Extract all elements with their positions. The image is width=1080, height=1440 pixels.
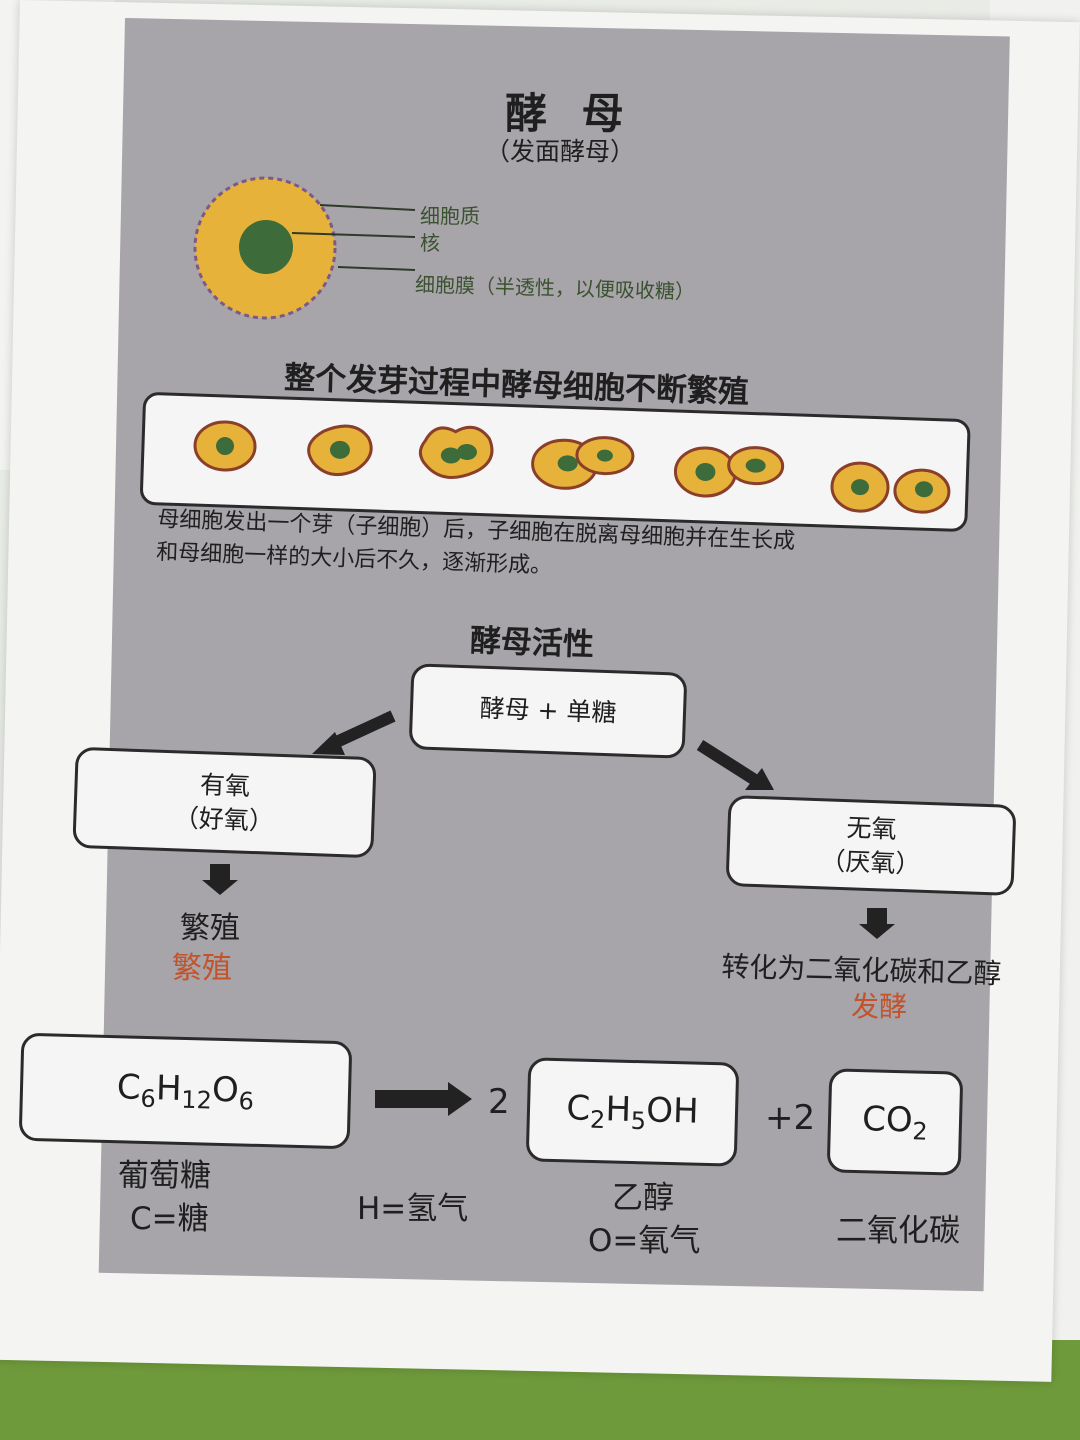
leader-line-cytoplasm [319, 204, 416, 211]
budding-stage-2 [307, 424, 373, 477]
arrow-down-left [202, 864, 238, 895]
hydrogen-caption: H=氢气 [357, 1191, 469, 1227]
glucose-formula-box: C6H12O6 [18, 1032, 353, 1150]
budding-stage-1 [193, 420, 257, 472]
ethanol-caption: 乙醇 [612, 1180, 674, 1216]
page-title: 酵 母 [505, 89, 634, 138]
ethanol-formula-box: C2H5OH [525, 1057, 740, 1167]
co2-formula: CO2 [861, 1098, 929, 1146]
arrow-down-right [859, 908, 895, 939]
ethanol-coefficient: 2 [488, 1082, 510, 1122]
equation-arrow [375, 1082, 472, 1116]
co2-formula-box: CO2 [826, 1068, 964, 1176]
leader-line-nucleus [291, 232, 416, 238]
oxygen-caption: O=氧气 [588, 1223, 701, 1259]
aerobic-result: 繁殖 [180, 911, 240, 946]
arrow-to-anaerobic [696, 739, 774, 790]
co2-coefficient: +2 [765, 1098, 816, 1138]
aerobic-result-note: 繁殖 [172, 951, 232, 986]
glucose-caption: 葡萄糖 [118, 1158, 211, 1194]
co2-caption: 二氧化碳 [836, 1213, 960, 1249]
ethanol-formula: C2H5OH [565, 1087, 700, 1135]
budding-stage-3 [418, 425, 494, 479]
budding-stage-6 [830, 461, 951, 514]
label-nucleus: 核 [420, 231, 440, 255]
anaerobic-result-note: 发酵 [851, 990, 908, 1023]
leader-line-membrane [337, 266, 416, 271]
budding-stage-4 [531, 436, 635, 490]
arrow-to-aerobic [312, 710, 396, 755]
page-subtitle: （发面酵母） [485, 137, 636, 166]
carbon-caption: C=糖 [130, 1201, 209, 1237]
label-cytoplasm: 细胞质 [420, 204, 480, 228]
glucose-formula: C6H12O6 [116, 1066, 255, 1116]
budding-strip [140, 392, 971, 532]
yeast-cell-diagram [193, 176, 416, 320]
cell-nucleus [239, 220, 293, 274]
budding-stage-5 [673, 446, 785, 498]
